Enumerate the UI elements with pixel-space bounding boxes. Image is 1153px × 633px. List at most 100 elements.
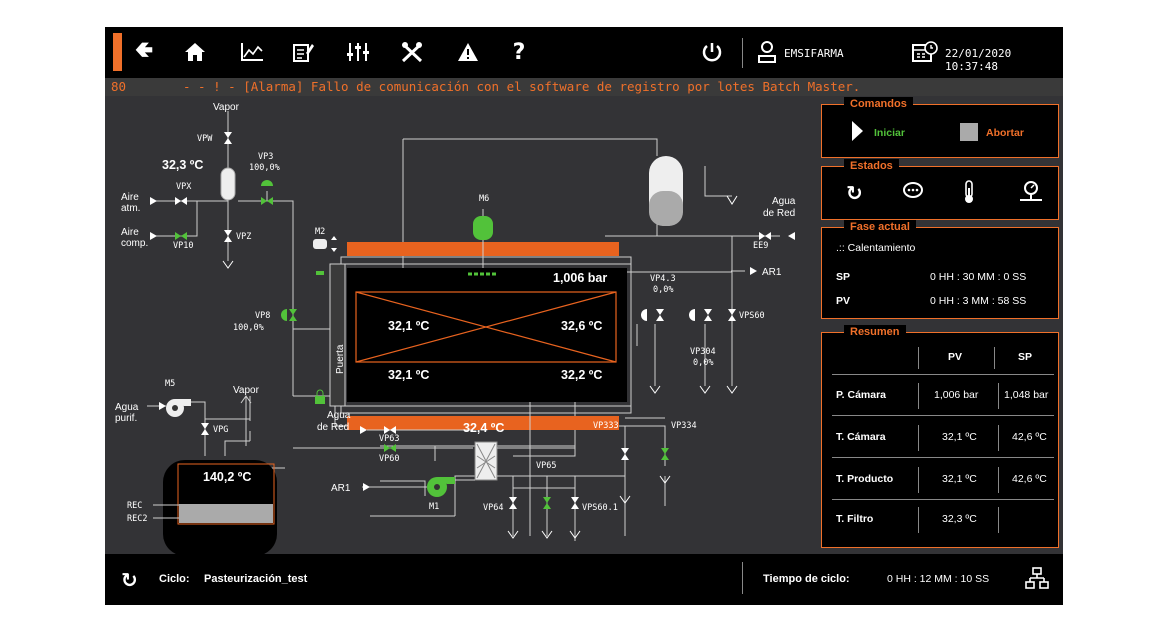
- panel-estados: Estados ↻: [821, 159, 1059, 220]
- label-vpz: VPZ: [236, 232, 251, 242]
- row-label: P. Cámara: [836, 389, 887, 401]
- pv-label: PV: [836, 295, 851, 307]
- label-vp8-value: 100,0%: [233, 323, 264, 333]
- label-rec2: REC2: [127, 514, 147, 524]
- bottom-heater: [347, 416, 619, 430]
- label-aire-comp-2: comp.: [121, 238, 148, 249]
- help-icon[interactable]: ?: [512, 39, 526, 65]
- edit-note-icon[interactable]: [288, 37, 318, 67]
- drain-vpz: [222, 260, 234, 269]
- valve-vp60[interactable]: [384, 444, 396, 452]
- label-agua-red-mid-2: de Red: [317, 422, 349, 433]
- valve-vps60-1[interactable]: [571, 497, 579, 509]
- label-agua-red-top-1: Agua: [772, 196, 796, 207]
- label-rec: REC: [127, 501, 142, 511]
- label-vp333: VP333: [593, 421, 619, 431]
- label-agua-red-mid-1: Agua: [327, 410, 351, 421]
- tank-top-right-level: [649, 191, 683, 226]
- product-load-cross: [355, 291, 617, 363]
- refresh-icon[interactable]: ↻: [846, 181, 863, 205]
- valve-vp333[interactable]: [621, 448, 629, 460]
- motor-m6[interactable]: [473, 216, 493, 240]
- chamber-pressure: 1,006 bar: [553, 271, 607, 285]
- actuator-vp8: [281, 309, 287, 321]
- valve-vp3-actuator: [261, 180, 273, 186]
- toolbar-separator: [742, 38, 743, 68]
- col-sp: SP: [1018, 351, 1033, 363]
- label-vp60: VP60: [379, 454, 399, 464]
- thermometer-icon[interactable]: [962, 180, 976, 208]
- label-aire-atm-2: atm.: [121, 203, 140, 214]
- valve-vpg[interactable]: [201, 423, 209, 435]
- label-ee9: EE9: [753, 241, 768, 251]
- motor-m2-arrows: [331, 236, 337, 252]
- label-vpx: VPX: [176, 182, 192, 192]
- valve-vp64[interactable]: [509, 497, 517, 509]
- row-pv: 32,1 ºC: [942, 431, 977, 443]
- user-name: EMSIFARMA: [784, 47, 844, 60]
- valve-vpw[interactable]: [224, 132, 232, 144]
- valve-vp65[interactable]: [543, 497, 551, 509]
- label-m1: M1: [429, 502, 439, 512]
- chamber-interior: [347, 268, 627, 402]
- datetime: 22/01/2020 10:37:48: [945, 47, 1012, 73]
- label-vp3: VP3: [258, 152, 273, 162]
- start-button[interactable]: Iniciar: [874, 127, 905, 139]
- motor-m2[interactable]: [313, 239, 327, 249]
- lock-icon: [315, 389, 325, 404]
- label-ar1-bottom: AR1: [331, 483, 351, 494]
- footer-separator: [742, 562, 743, 594]
- valve-vpz[interactable]: [224, 230, 232, 242]
- fase-name: .:: Calentamiento: [836, 242, 916, 254]
- label-vp63: VP63: [379, 434, 399, 444]
- alarm-bar[interactable]: 80 - - ! - [Alarma] Fallo de comunicació…: [105, 78, 1063, 96]
- tools-icon[interactable]: [397, 37, 427, 67]
- abort-button[interactable]: Abortar: [986, 127, 1024, 139]
- warning-icon[interactable]: [453, 37, 483, 67]
- panel-resumen: Resumen PV SP P. Cámara 1,006 bar 1,048 …: [821, 325, 1059, 548]
- arrow-agua-red-top: [788, 232, 795, 240]
- label-vp304-value: 0,0%: [693, 358, 713, 368]
- valve-vp8[interactable]: [289, 309, 297, 321]
- row-label: T. Producto: [836, 473, 894, 485]
- valve-vpx[interactable]: [175, 197, 187, 205]
- stop-icon[interactable]: [960, 123, 978, 141]
- row-label: T. Cámara: [836, 431, 886, 443]
- back-arrow-icon[interactable]: 🢀: [135, 38, 153, 63]
- label-vp334: VP334: [671, 421, 697, 431]
- valve-vps60[interactable]: [728, 309, 736, 321]
- label-vp8: VP8: [255, 311, 270, 321]
- label-vapor-mid: Vapor: [233, 385, 260, 396]
- alarm-message: - - ! - [Alarma] Fallo de comunicación c…: [183, 79, 861, 94]
- user-icon[interactable]: [752, 37, 782, 67]
- label-agua-purif-1: Agua: [115, 402, 139, 413]
- temp-heat-exchanger: 32,4 ºC: [463, 421, 504, 435]
- home-icon[interactable]: [180, 37, 210, 67]
- resumen-title: Resumen: [844, 325, 906, 339]
- toolbar-accent: [113, 33, 122, 71]
- hmi-window: 🢀 ? EMSIFARMA 22/01/2020 10:3: [105, 27, 1063, 605]
- trend-chart-icon[interactable]: [237, 37, 267, 67]
- valve-vp10[interactable]: [175, 232, 187, 240]
- cycle-icon[interactable]: ↻: [121, 568, 138, 592]
- valve-vp43[interactable]: [656, 309, 664, 321]
- network-icon[interactable]: [1025, 567, 1049, 593]
- power-icon[interactable]: [697, 37, 727, 67]
- pressure-gauge-icon[interactable]: [1018, 180, 1044, 208]
- label-aire-comp-1: Aire: [121, 227, 139, 238]
- play-icon[interactable]: [852, 121, 863, 141]
- sliders-icon[interactable]: [343, 37, 373, 67]
- calendar-clock-icon: [910, 37, 940, 67]
- toolbar: 🢀 ? EMSIFARMA 22/01/2020 10:3: [105, 27, 1063, 78]
- chat-icon[interactable]: [902, 181, 924, 205]
- cycle-time-value: 0 HH : 12 MM : 10 SS: [887, 573, 990, 585]
- valve-vp304[interactable]: [704, 309, 712, 321]
- actuator-vp43: [641, 309, 647, 321]
- valve-ee9[interactable]: [759, 232, 771, 240]
- alarm-code: 80: [111, 79, 127, 94]
- product-load: [355, 291, 617, 363]
- tank-temp: 140,2 ºC: [203, 470, 251, 484]
- valve-vp334[interactable]: [661, 448, 669, 460]
- temp-left-top: 32,1 ºC: [388, 319, 429, 333]
- process-diagram: Vapor VPW 32,3 ºC VP3 100,0% Aire atm. V…: [115, 102, 796, 554]
